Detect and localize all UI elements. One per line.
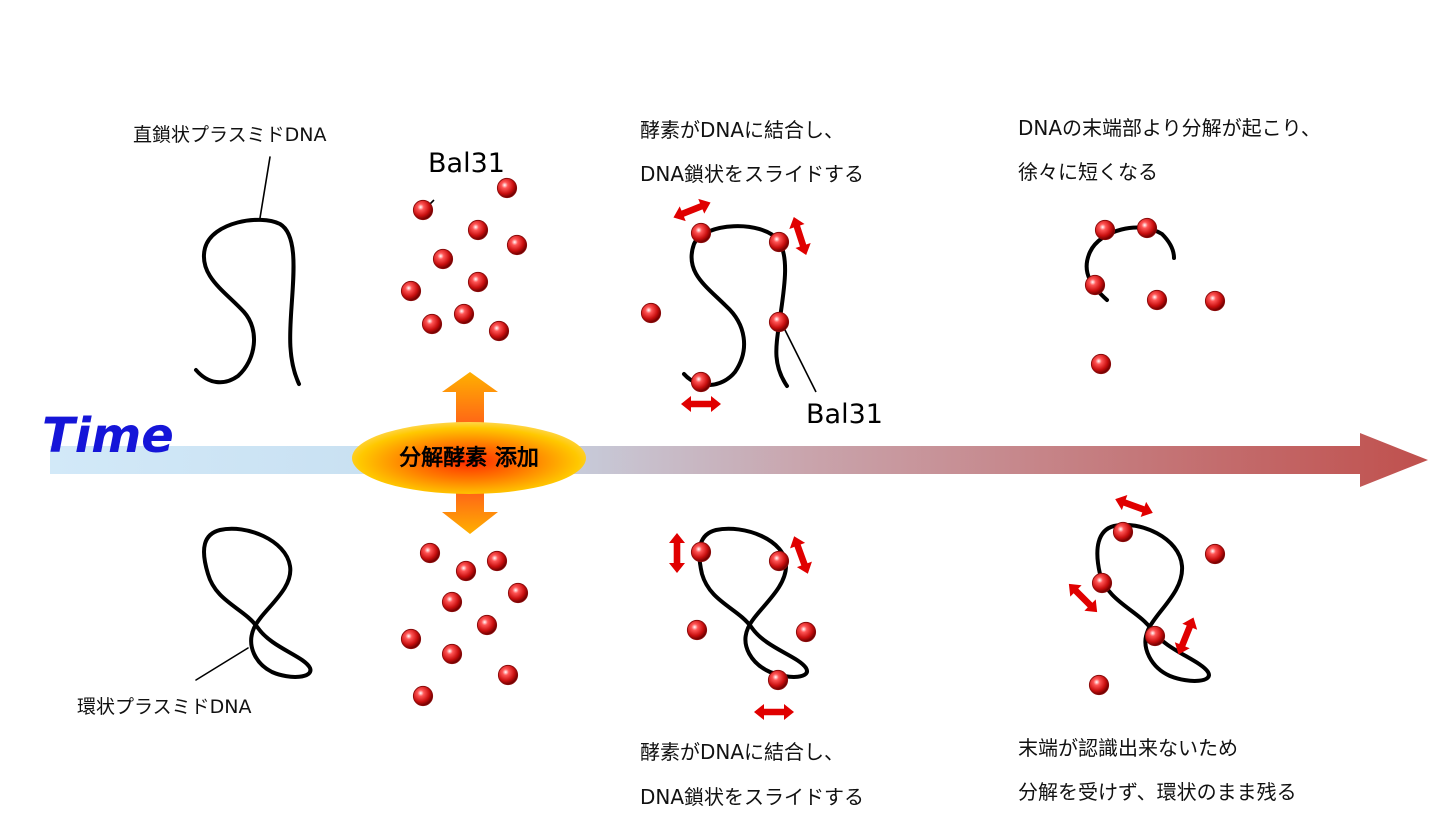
circular-label-pointer <box>195 647 249 681</box>
time-arrow <box>50 433 1428 487</box>
circular-plasmid-label: 環状プラスミドDNA <box>77 696 252 718</box>
enzyme-add-burst <box>352 422 586 494</box>
circular-dna-strand <box>202 526 313 679</box>
enzyme-up-arrow <box>442 372 498 432</box>
step2-bottom-line2: DNA鎖状をスライドする <box>640 785 865 809</box>
degrading-enzymes <box>1084 217 1226 375</box>
free-enzymes-top <box>400 177 528 342</box>
free-enzymes-bottom <box>400 542 529 707</box>
bal31-label-mid: Bal31 <box>806 399 883 430</box>
step3-bottom-line2: 分解を受けず、環状のまま残る <box>1018 780 1297 804</box>
time-label: Time <box>42 408 174 464</box>
circular-dna-strand-bound <box>697 526 809 679</box>
bal31-label-top: Bal31 <box>428 148 505 179</box>
step2-bottom-line1: 酵素がDNAに結合し、 <box>640 740 845 764</box>
linear-dna-strand <box>194 217 301 386</box>
circular-dna-strand-intact <box>1095 522 1211 683</box>
linear-label-pointer <box>259 156 271 219</box>
step3-bottom-line1: 末端が認識出来ないため <box>1018 736 1238 760</box>
step3-top-line2: 徐々に短くなる <box>1018 160 1158 184</box>
enzyme-add-label: 分解酵素 添加 <box>399 446 539 471</box>
bound-enzymes-linear <box>640 222 790 393</box>
linear-plasmid-label: 直鎖状プラスミドDNA <box>133 124 327 146</box>
bound-enzymes-circular <box>686 541 817 691</box>
linear-dna-strand-bound <box>682 224 789 388</box>
enzyme-down-arrow <box>442 486 498 534</box>
bal31-label-pointer <box>783 327 817 393</box>
step3-top-line1: DNAの末端部より分解が起こり、 <box>1018 116 1321 140</box>
step2-top-line1: 酵素がDNAに結合し、 <box>640 118 845 142</box>
step2-top-line2: DNA鎖状をスライドする <box>640 162 865 186</box>
